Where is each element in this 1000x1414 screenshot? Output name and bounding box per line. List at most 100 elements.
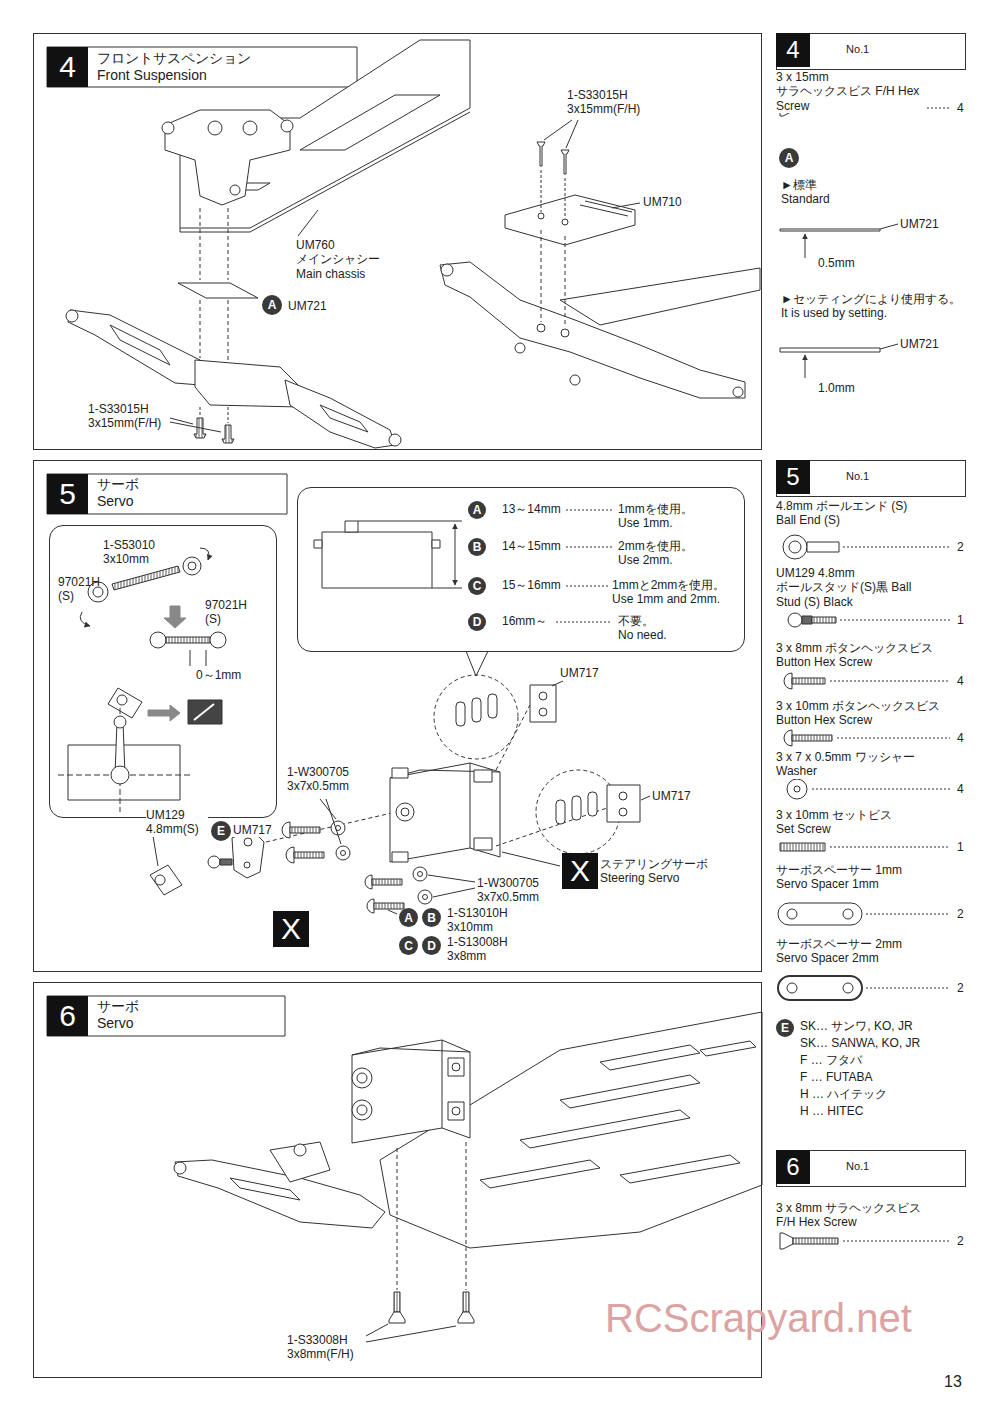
parts-header: 5 No.1 (776, 460, 966, 497)
quantity: 4 (957, 731, 964, 745)
callout-letter: X (562, 853, 598, 889)
callout-letter: D (422, 936, 441, 955)
callout-letter: A (468, 501, 486, 519)
part-name: 3 x 8mm サラヘックスビス F/H Hex Screw (776, 1201, 926, 1230)
part-label: 0～1mm (196, 668, 241, 682)
callout-circle: B (468, 538, 486, 556)
step-number: 4 (47, 47, 88, 87)
part-number: UM717 (652, 789, 691, 803)
note: H … HITEC (800, 1104, 863, 1118)
mark-box: X (273, 911, 309, 947)
callout-letter: X (273, 911, 309, 947)
servo-assembly (150, 651, 650, 914)
step-header-frame (47, 996, 285, 1036)
part-label: 1-S53010 3x10mm (103, 538, 163, 567)
bag-number: No.1 (846, 1160, 869, 1173)
quantity: 2 (957, 540, 964, 554)
callout-circle: A (468, 501, 486, 519)
front-suspension-left (66, 40, 470, 448)
callout-circle: C (399, 936, 418, 955)
part-name: ステアリングサーボ Steering Servo (600, 857, 715, 886)
part-label: 不要。 No need. (618, 614, 670, 643)
step-number: 5 (776, 460, 810, 494)
callout-circle: A (399, 908, 418, 927)
callout-letter: A (262, 295, 282, 315)
step-title: サーボ Servo (97, 998, 177, 1032)
part-label: 2mmを使用。 Use 2mm. (618, 539, 708, 568)
step-panel: 4 フロントサスペンション Front SuspensionA (33, 33, 762, 450)
callout-letter: A (779, 148, 799, 168)
part-label: 97021H (S) (58, 575, 110, 604)
note: SK… サンワ, KO, JR (800, 1019, 913, 1033)
bag-number: No.1 (846, 43, 869, 56)
step-header-frame (47, 474, 287, 514)
part-number: UM129 4.8mm(S) (146, 808, 208, 837)
part-number: 1-S33015H 3x15mm(F/H) (567, 88, 647, 117)
part-name: サーボスペーサー 2mm Servo Spacer 2mm (776, 937, 908, 966)
part-number: 1-S33008H 3x8mm(F/H) (287, 1333, 363, 1362)
servo-height-figure (314, 510, 612, 622)
step-number: 6 (47, 996, 88, 1036)
parts-list-4 (780, 100, 950, 378)
callout-circle: B (422, 908, 441, 927)
part-label: 13～14mm (502, 502, 561, 516)
callout-letter: B (468, 538, 486, 556)
part-label: 14～15mm (502, 539, 561, 553)
part-number: UM721 (900, 337, 939, 351)
step-title: フロントサスペンション Front Suspension (97, 50, 272, 84)
callout-letter: B (422, 908, 441, 927)
part-label: 15～16mm (502, 578, 561, 592)
part-name: 3 x 10mm セットビス Set Screw (776, 808, 906, 837)
quantity: 1 (957, 613, 964, 627)
part-number: 1-W300705 3x7x0.5mm (287, 765, 357, 794)
quantity: 2 (957, 981, 964, 995)
detail-inset: 1-S53010 3x10mm 97021H (S) 97021H (S) 0～1mm (49, 525, 277, 818)
part-name: 4.8mm ボールエンド (S) Ball End (S) (776, 499, 911, 528)
part-name: サーボスペーサー 1mm Servo Spacer 1mm (776, 863, 908, 892)
note: H … ハイテック (800, 1087, 887, 1101)
step-header-frame (47, 47, 357, 87)
watermark: RCScrapyard.net (605, 1294, 912, 1342)
callout-circle: A (262, 295, 282, 315)
part-label: 1mmを使用。 Use 1mm. (618, 502, 708, 531)
note: F … フタバ (800, 1053, 862, 1067)
part-number: UM710 (643, 195, 682, 209)
part-name: 3 x 7 x 0.5mm ワッシャー Washer (776, 750, 931, 779)
part-number: UM717 (233, 823, 272, 837)
callout-circle: C (468, 577, 486, 595)
note: SK… SANWA, KO, JR (800, 1036, 920, 1050)
step-number: 5 (47, 474, 88, 514)
servo-mounting (174, 1012, 762, 1342)
note: F … FUTABA (800, 1070, 872, 1084)
page-number: 13 (944, 1372, 962, 1391)
callout-circle: D (468, 613, 486, 631)
part-label: 97021H (S) (205, 598, 257, 627)
part-name: 3 x 8mm ボタンヘックスビス Button Hex Screw (776, 641, 942, 670)
part-number: 1-W300705 3x7x0.5mm (477, 876, 547, 905)
callout-letter: A (399, 908, 418, 927)
step-number: 4 (776, 33, 810, 67)
drawing (47, 40, 950, 1342)
step-panel: 5サーボ Servo1-S53010 3x10mm97021H (S)97021… (33, 460, 762, 972)
part-number: UM717 (560, 666, 599, 680)
bag-number: No.1 (846, 470, 869, 483)
quantity: 2 (957, 907, 964, 921)
part-name: 3 x 15mm サラヘックスビス F/H Hex Screw (776, 70, 926, 113)
part-number: UM721 (900, 217, 939, 231)
callout-letter: E (211, 821, 231, 841)
part-label: 1mmと2mmを使用。 Use 1mm and 2mm. (612, 578, 734, 607)
part-number: UM721 (288, 299, 327, 313)
quantity: 2 (957, 1234, 964, 1248)
note: ►標準 Standard (781, 178, 843, 207)
part-number: 1-S13008H 3x8mm (447, 935, 513, 964)
bag-icon (822, 40, 840, 1179)
mark-box: X (562, 853, 598, 889)
callout-letter: D (468, 613, 486, 631)
parts-header: 4 No.1 (776, 33, 966, 70)
note: ►セッティングにより使用する。 It is used by setting. (781, 292, 965, 321)
callout-circle: A (779, 148, 799, 168)
dimension: 1.0mm (818, 381, 855, 395)
parts-header: 6No.1 (776, 1150, 966, 1187)
detail-bubble: 13～14mm 1mmを使用。 Use 1mm. 14～15mm 2mmを使用。 Us… (297, 487, 745, 652)
